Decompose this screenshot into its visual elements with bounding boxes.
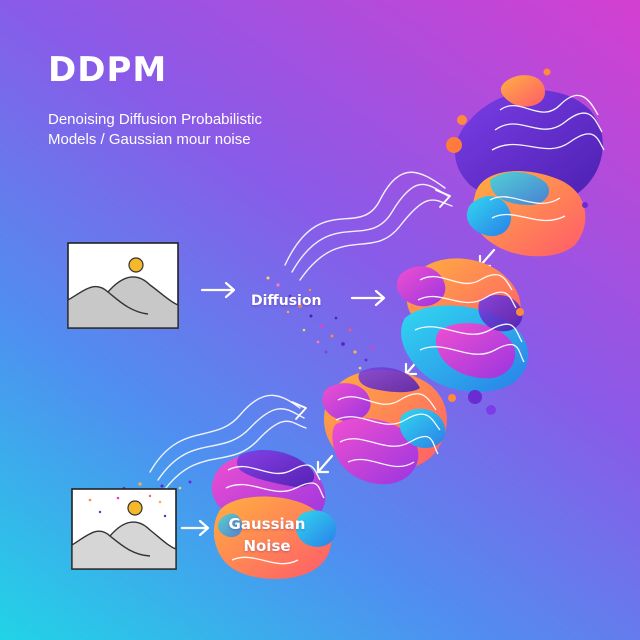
flow-trails [149,171,453,489]
landscape-image-icon [67,242,179,329]
arrow-down-left-icon [316,454,334,474]
noisy-landscape-image-icon [71,488,177,570]
noise-blob-stage-2 [396,258,529,415]
noise-particles [110,276,382,506]
noise-blob-stage-3 [322,367,456,485]
arrow-right-icon [180,519,210,537]
noise-blob-stage-1 [446,68,605,257]
subtitle-line-2: Models / Gaussian mour noise [48,131,251,148]
noise-blob-gaussian [211,450,337,580]
page-subtitle: Denoising Diffusion Probabilistic Models… [48,110,348,150]
arrow-right-icon [200,281,236,299]
page-title: DDPM [48,50,168,90]
gaussian-noise-label-line-1: Gaussian [228,515,306,533]
subtitle-line-1: Denoising Diffusion Probabilistic [48,111,262,128]
gaussian-noise-label: Gaussian Noise [228,513,306,557]
diffusion-label: Diffusion [251,293,322,309]
arrow-right-icon [350,289,386,307]
arrow-right-icon [435,189,451,208]
gaussian-noise-label-line-2: Noise [243,537,291,555]
arrow-right-icon [291,401,307,420]
